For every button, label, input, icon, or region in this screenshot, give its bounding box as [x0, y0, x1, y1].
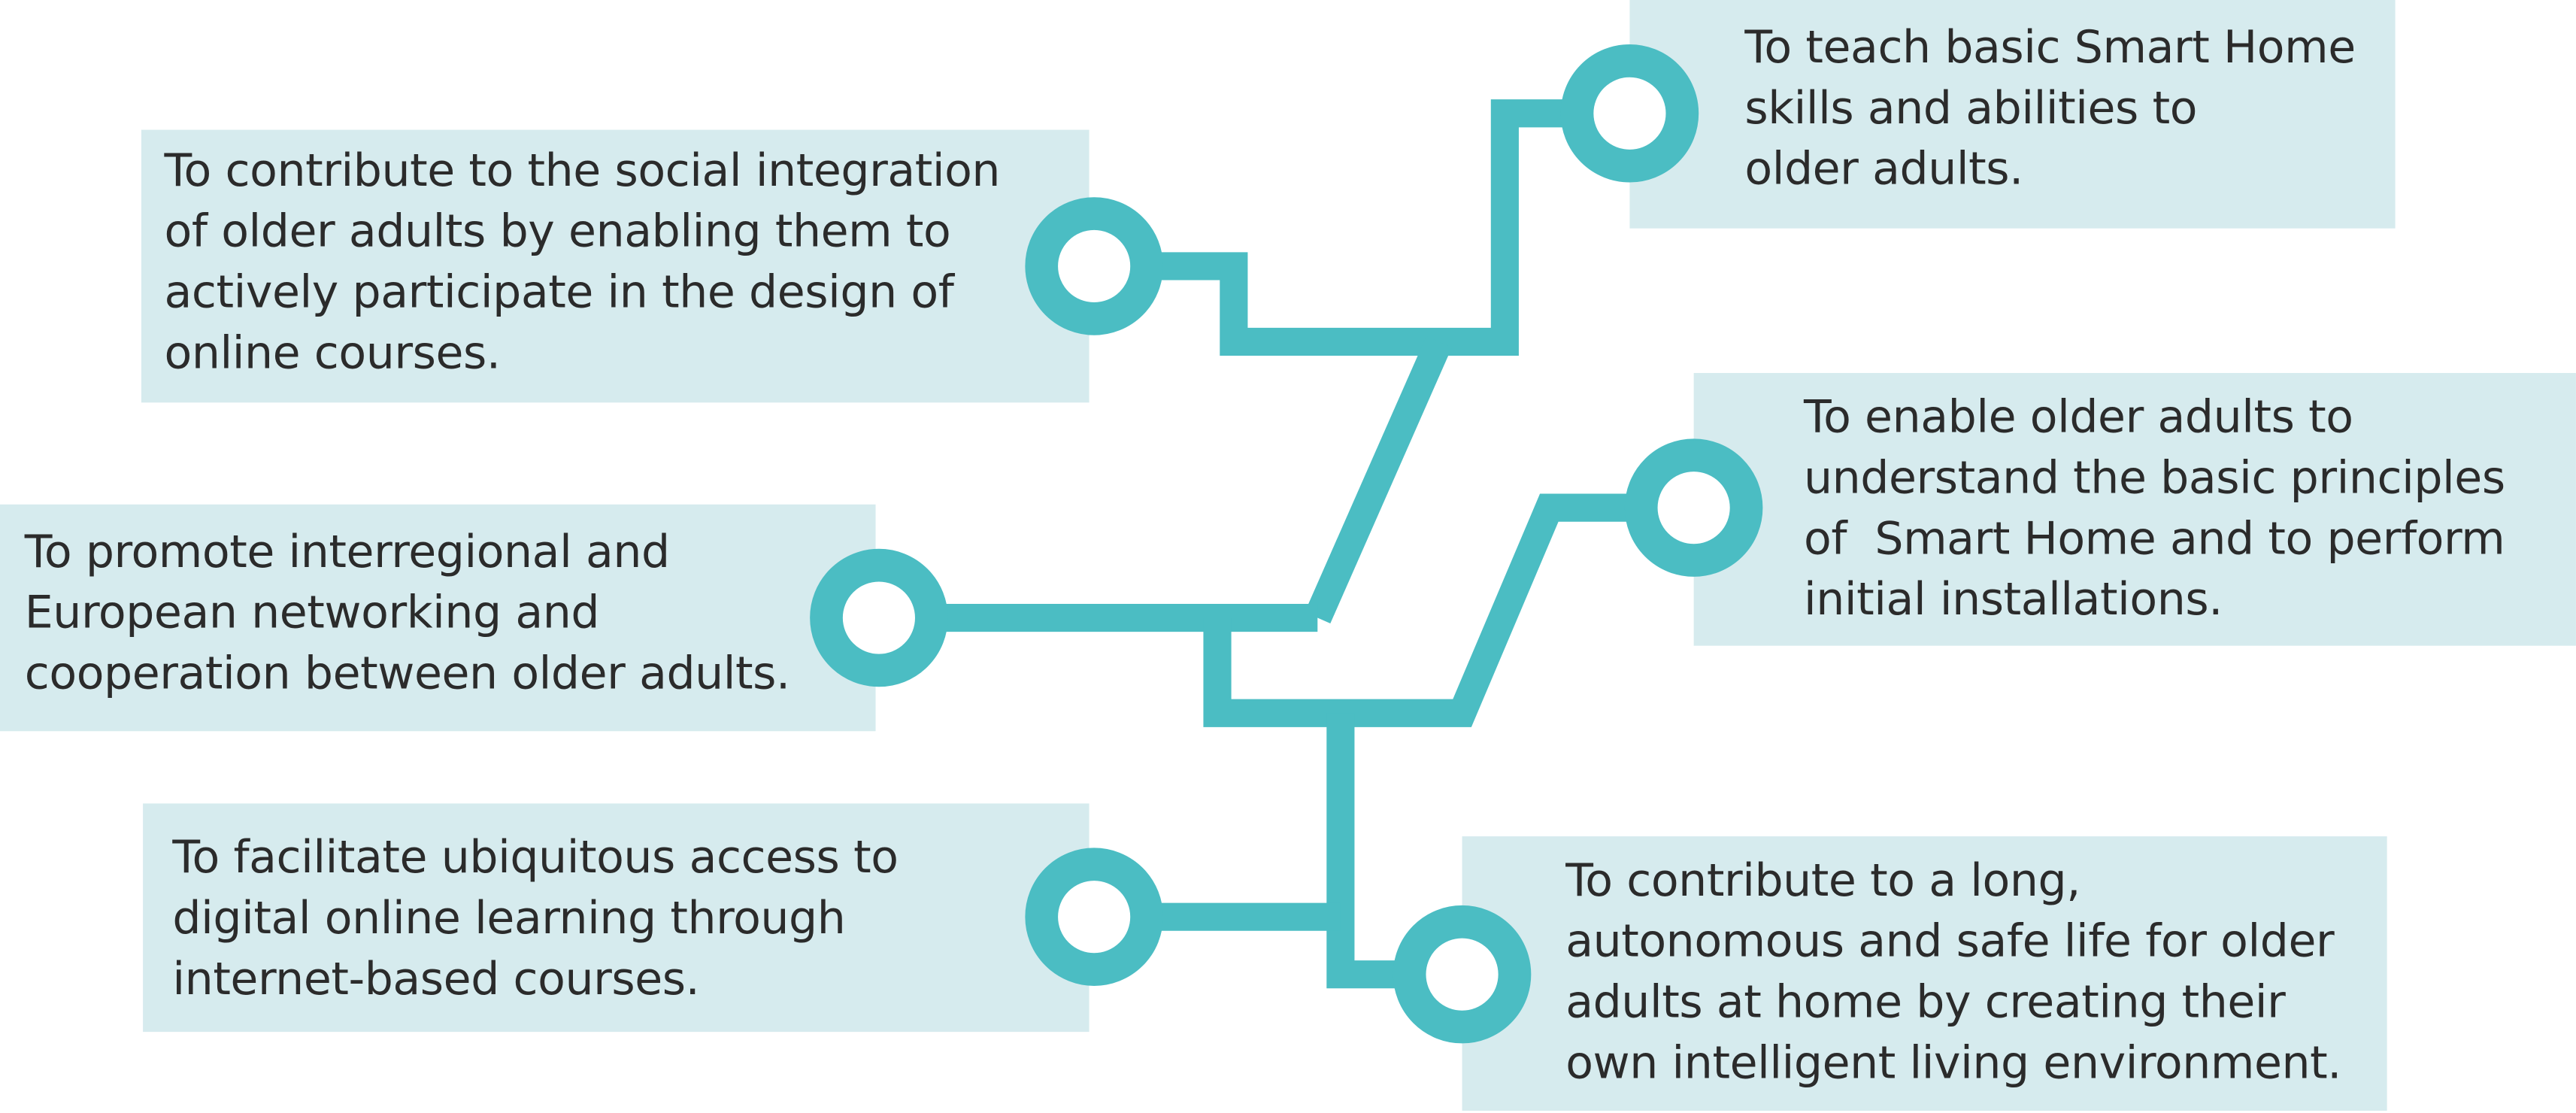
connector-social-integration — [1094, 99, 1630, 356]
goal-text-smart-home-skills: To teach basic Smart Home skills and abi… — [1744, 21, 2356, 196]
node-ring-networking — [810, 548, 948, 687]
node-ring-autonomous-life — [1393, 905, 1532, 1044]
goal-text-networking: To promote interregional and European ne… — [24, 526, 790, 700]
goal-box-autonomous-life: To contribute to a long, autonomous and … — [1462, 836, 2387, 1111]
connector-trunk-upper — [1305, 335, 1452, 624]
goal-box-networking: To promote interregional and European ne… — [0, 504, 876, 732]
goal-box-smart-home-principles: To enable older adults to understand the… — [1693, 372, 2576, 646]
connector-junction-middle — [1203, 493, 1694, 727]
node-ring-social-integration — [1025, 197, 1163, 335]
goal-box-social-integration: To contribute to the social integration … — [141, 129, 1089, 403]
goal-text-online-access: To facilitate ubiquitous access to digit… — [172, 831, 899, 1006]
node-ring-online-access — [1025, 848, 1163, 986]
goal-box-smart-home-skills: To teach basic Smart Home skills and abi… — [1629, 0, 2396, 229]
node-ring-smart-home-skills — [1560, 44, 1699, 183]
goal-box-online-access: To facilitate ubiquitous access to digit… — [143, 803, 1089, 1033]
goal-text-social-integration: To contribute to the social integration … — [164, 144, 1001, 380]
goal-text-smart-home-principles: To enable older adults to understand the… — [1804, 391, 2505, 626]
node-ring-smart-home-principles — [1624, 438, 1763, 577]
goal-text-autonomous-life: To contribute to a long, autonomous and … — [1565, 854, 2341, 1090]
